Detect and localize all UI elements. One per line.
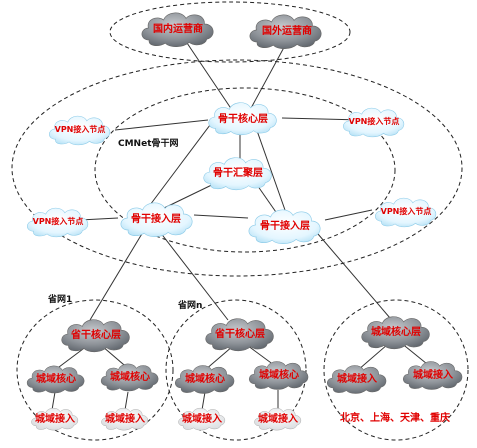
province-n-city-access-b-label: 城域接入 (258, 412, 298, 425)
backbone-access-left-cloud: 骨干接入层 (120, 202, 193, 238)
municipal-cities-label: 北京、上海、天津、重庆 (340, 411, 450, 424)
province1-city-access-b: 城域接入 (101, 407, 149, 431)
vpn-node-mid-right-label: VPN接入节点 (381, 206, 432, 216)
boundaries (11, 1, 469, 441)
vpn-node-top-right: VPN接入节点 (342, 107, 405, 138)
province-n-city-core-b: 城域核心 (248, 361, 309, 390)
backbone-access-right-cloud: 骨干接入层 (248, 209, 321, 245)
backbone-core-cloud: 骨干核心层 (208, 102, 277, 136)
domestic-operator-cloud: 国内运营商 (141, 12, 214, 48)
province-n-city-access-a-label: 城域接入 (182, 412, 222, 425)
backbone-access-right-label: 骨干接入层 (260, 219, 310, 232)
province-n-label: 省网n (177, 299, 202, 311)
foreign-operator-cloud: 国外运营商 (249, 14, 322, 50)
backbone-aggregation-cloud: 骨干汇聚层 (203, 157, 272, 191)
foreign-operator-label: 国外运营商 (262, 24, 312, 37)
cmnet-backbone-label: CMNet骨干网 (118, 138, 179, 149)
vpn-node-mid-right: VPN接入节点 (374, 197, 437, 228)
municipal-access-a-label: 城域接入 (337, 372, 377, 385)
operators-boundary (109, 1, 351, 63)
backbone-access-left-label: 骨干接入层 (131, 212, 181, 225)
province-n-city-core-a: 城域核心 (174, 365, 235, 394)
municipal-core-label: 城域核心层 (371, 325, 421, 338)
vpn-node-top-left-label: VPN接入节点 (55, 124, 106, 134)
municipal-boundary (323, 299, 469, 441)
municipal-core-cloud: 城域核心层 (361, 316, 430, 350)
municipal-access-b: 城域接入 (402, 361, 463, 390)
vpn-node-top-left: VPN接入节点 (48, 115, 111, 146)
links (51, 39, 433, 411)
province-n-boundary (165, 299, 307, 441)
province1-city-access-a: 城域接入 (31, 407, 79, 431)
province-n-city-core-a-label: 城域核心 (185, 372, 225, 385)
province1-city-access-a-label: 城域接入 (35, 412, 75, 425)
province1-city-core-b: 城域核心 (100, 363, 159, 392)
vpn-node-top-right-label: VPN接入节点 (349, 116, 400, 126)
province1-label: 省网1 (47, 293, 72, 305)
province-n-core-cloud: 省干核心层 (205, 318, 274, 352)
province-n-core-label: 省干核心层 (214, 327, 265, 340)
province1-city-core-a: 城域核心 (26, 365, 85, 394)
backbone-core-label: 骨干核心层 (218, 112, 268, 125)
vpn-node-mid-left-label: VPN接入节点 (33, 216, 84, 226)
domestic-operator-label: 国内运营商 (153, 22, 203, 35)
province-n-city-core-b-label: 城域核心 (259, 368, 299, 381)
province1-core-label: 省干核心层 (70, 328, 121, 341)
backbone-aggregation-label: 骨干汇聚层 (213, 166, 263, 179)
province1-city-core-b-label: 城域核心 (110, 370, 150, 383)
municipal-access-a: 城域接入 (326, 365, 387, 394)
province1-city-core-a-label: 城域核心 (36, 372, 76, 385)
province1-core-cloud: 省干核心层 (61, 319, 130, 353)
inner-backbone-boundary (94, 87, 396, 253)
province-n-city-access-a: 城域接入 (178, 407, 226, 431)
province1-boundary (16, 299, 174, 441)
municipal-access-b-label: 城域接入 (413, 368, 453, 381)
outer-backbone-boundary (11, 59, 463, 277)
province-n-city-access-b: 城域接入 (254, 407, 302, 431)
vpn-node-mid-left: VPN接入节点 (26, 207, 89, 238)
province1-city-access-b-label: 城域接入 (105, 412, 145, 425)
